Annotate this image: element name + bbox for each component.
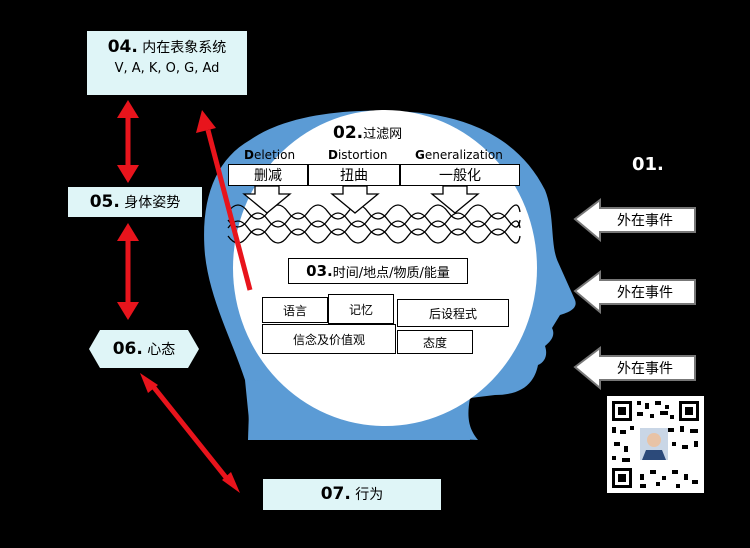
- arrow-04-05-head-down: [117, 165, 139, 183]
- box-03-number: 03.: [306, 262, 333, 280]
- filter-box-generalization: 一般化: [400, 164, 520, 186]
- inner-box-language: 语言: [262, 297, 328, 323]
- inner-box-memory: 记忆: [328, 294, 394, 324]
- external-event-1-label: 外在事件: [617, 210, 673, 230]
- inner-box-meta-programs: 后设程式: [397, 299, 509, 327]
- inner-box-beliefs-values: 信念及价值观: [262, 324, 396, 354]
- arrow-05-06-head-down: [117, 302, 139, 320]
- filter-number: 02.: [333, 123, 363, 143]
- box-07-title: 行为: [355, 487, 383, 503]
- filter-label-deletion: Deletion: [244, 148, 295, 162]
- filter-title-text: 过滤网: [363, 127, 402, 142]
- box-06-number: 06.: [113, 339, 143, 359]
- arrow-06-07: [152, 385, 228, 480]
- arrow-05-06-head-up: [117, 223, 139, 241]
- box-06-state-of-mind: 06. 心态: [89, 330, 199, 368]
- external-event-2-label: 外在事件: [617, 282, 673, 302]
- box-06-title: 心态: [147, 342, 175, 358]
- distortion-rest: istortion: [338, 148, 388, 162]
- external-event-2: 外在事件: [577, 272, 695, 312]
- arrow-to-04-head: [196, 110, 216, 133]
- label-01: 01.: [632, 154, 664, 175]
- external-event-1: 外在事件: [577, 200, 695, 240]
- generalization-rest: eneralization: [425, 148, 503, 162]
- filter-box-deletion: 删减: [228, 164, 308, 186]
- box-07-behavior: 07. 行为: [263, 479, 441, 510]
- box-05-number: 05.: [90, 192, 120, 212]
- filter-title: 02.过滤网: [333, 123, 402, 143]
- filter-box-distortion: 扭曲: [308, 164, 400, 186]
- box-04-number: 04.: [108, 37, 138, 57]
- arrow-04-05-head-up: [117, 100, 139, 118]
- distortion-initial: D: [328, 148, 338, 162]
- box-04-subtitle: V, A, K, O, G, Ad: [87, 61, 247, 76]
- generalization-initial: G: [415, 148, 425, 162]
- box-04-internal-representation: 04. 内在表象系统 V, A, K, O, G, Ad: [87, 31, 247, 95]
- box-05-body-posture: 05. 身体姿势: [68, 187, 202, 217]
- external-event-3: 外在事件: [577, 348, 695, 388]
- box-07-number: 07.: [321, 484, 351, 504]
- box-03-title: 时间/地点/物质/能量: [333, 262, 450, 281]
- external-event-3-label: 外在事件: [617, 358, 673, 378]
- deletion-initial: D: [244, 148, 254, 162]
- box-04-title: 内在表象系统: [142, 40, 226, 56]
- filter-label-distortion: Distortion: [328, 148, 388, 162]
- inner-box-attitude: 态度: [397, 330, 473, 354]
- deletion-rest: eletion: [254, 148, 295, 162]
- box-05-title: 身体姿势: [124, 195, 180, 211]
- box-03-time-place-matter-energy: 03. 时间/地点/物质/能量: [288, 258, 468, 284]
- filter-label-generalization: Generalization: [415, 148, 503, 162]
